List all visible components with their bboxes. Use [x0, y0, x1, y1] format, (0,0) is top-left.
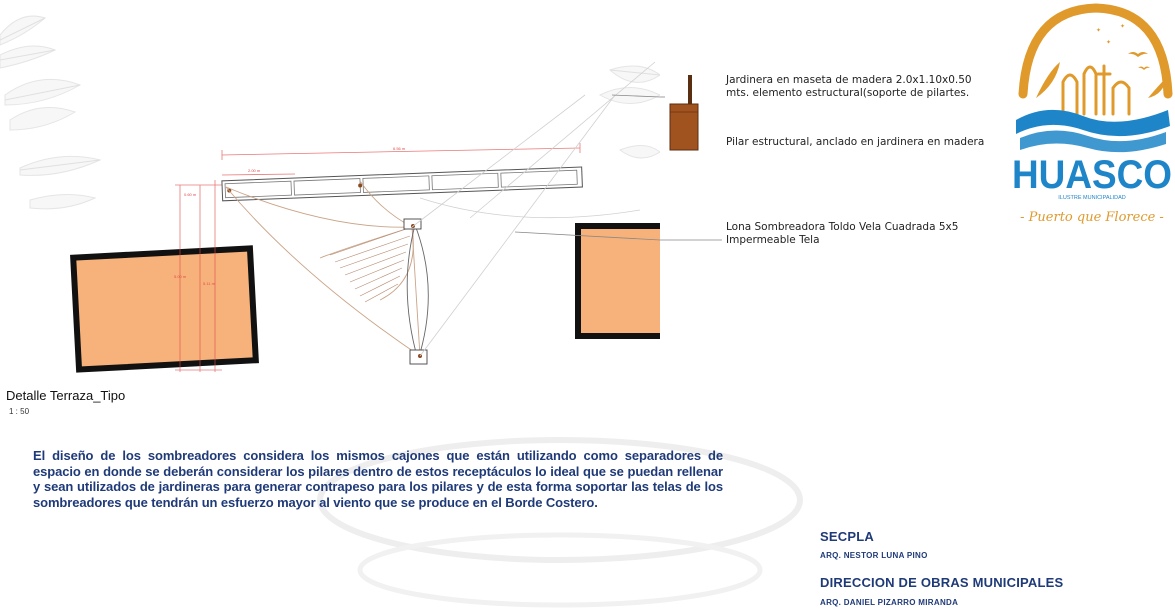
logo-waves-icon	[1016, 109, 1170, 153]
credit-secpla-dept: SECPLA	[820, 529, 874, 544]
legend-pilar-text: Pilar estructural, anclado en jardinera …	[726, 136, 985, 148]
dim-total-label: 6.56 m	[393, 146, 406, 151]
terrace-detail-drawing: 6.56 m 2.00 m 0.60 m 5.00 m 5.11 m	[0, 15, 660, 373]
credit-dom-dept: DIRECCION DE OBRAS MUNICIPALES	[820, 575, 1064, 590]
logo-name: HUASCO	[1012, 153, 1172, 197]
planter-pillar-icon	[669, 75, 699, 151]
ground-pad-right	[575, 223, 660, 339]
svg-text:✦: ✦	[1106, 39, 1111, 46]
ground-pad-left	[70, 245, 259, 373]
logo-bird-icon	[1128, 52, 1150, 70]
legend-leaders	[660, 75, 722, 241]
drawing-scale: 1 : 50	[9, 407, 30, 416]
design-description: El diseño de los sombreadores considera …	[33, 448, 723, 510]
leaf-decoration-icon	[0, 15, 660, 210]
legend-lona-text: Lona Sombreadora Toldo Vela Cuadrada 5x5…	[726, 221, 959, 246]
svg-text:✦: ✦	[1120, 23, 1125, 30]
huasco-logo: ✦ ✦ ✦ HUASCO ILUSTRE MUNICIPALIDAD - Puert…	[1012, 3, 1173, 225]
legend-jardinera-text: Jardinera en maseta de madera 2.0x1.10x0…	[726, 74, 972, 99]
watermark	[317, 437, 803, 608]
credit-dom-name: ARQ. DANIEL PIZARRO MIRANDA	[820, 598, 959, 607]
logo-subtitle: ILUSTRE MUNICIPALIDAD	[1058, 195, 1125, 201]
logo-tagline: - Puerto que Florece -	[1020, 210, 1164, 225]
logo-sun-arch-icon	[1018, 3, 1173, 99]
planter-boxes	[221, 166, 583, 202]
dim-left-a-label: 0.60 m	[184, 192, 197, 197]
dim-segment-label: 2.00 m	[248, 168, 261, 173]
svg-text:✦: ✦	[1096, 27, 1101, 34]
logo-church-icon	[1061, 64, 1131, 116]
dim-left-b-label: 5.00 m	[174, 274, 187, 279]
credit-secpla-name: ARQ. NESTOR LUNA PINO	[820, 551, 928, 560]
drawing-title: Detalle Terraza_Tipo	[6, 388, 126, 403]
dim-left-c-label: 5.11 m	[203, 281, 216, 286]
